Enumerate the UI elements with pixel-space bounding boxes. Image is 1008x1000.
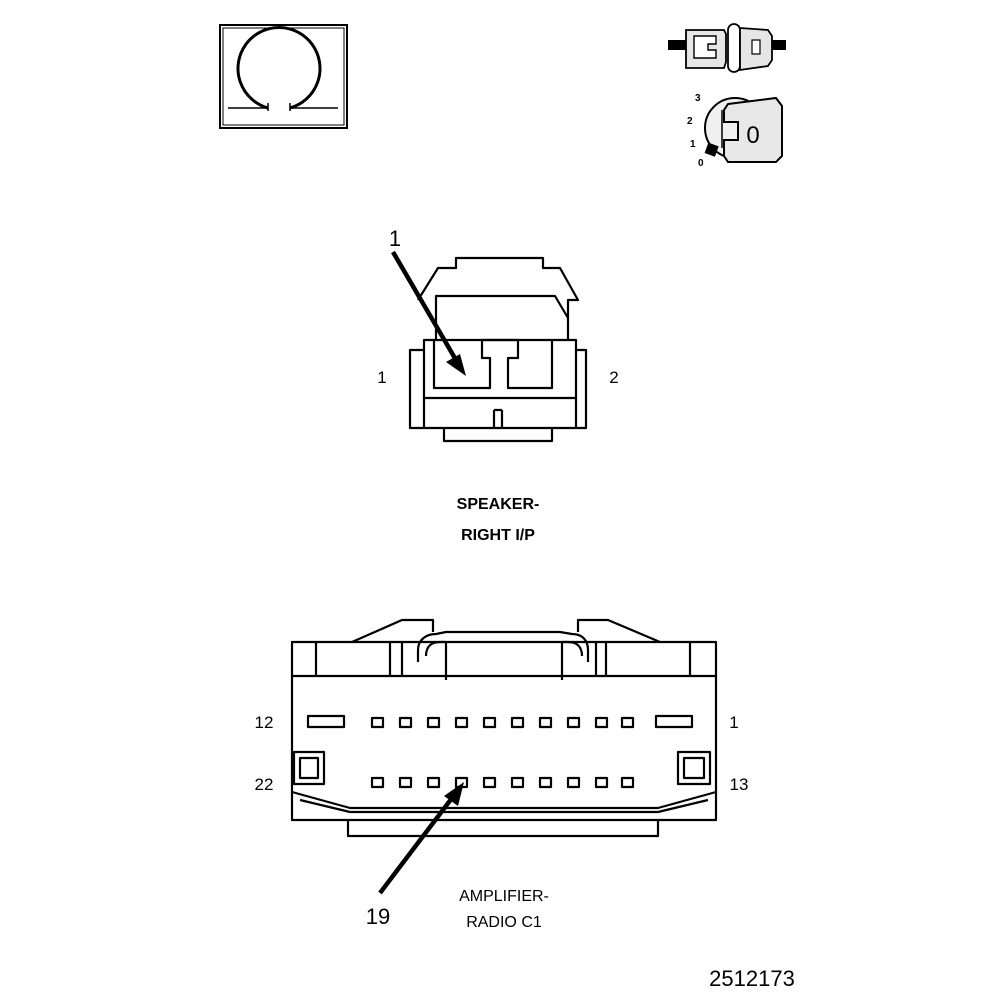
amplifier-connector [290,618,718,838]
ignition-position-3: 3 [695,93,701,104]
ignition-key-mark: 0 [746,122,759,149]
speaker-connector-title-line1: SPEAKER- [457,496,540,513]
ignition-key-off-icon: 0 3 2 1 0 [687,93,783,169]
amplifier-pin-22-label: 22 [255,775,274,794]
amplifier-connector-title-line2: RADIO C1 [466,914,542,931]
speaker-callout-number: 1 [389,226,401,251]
connector-disconnect-icon [668,23,786,73]
speaker-connector [408,256,588,443]
amplifier-connector-title-line1: AMPLIFIER- [459,888,549,905]
ignition-position-2: 2 [687,116,693,127]
figure-number: 2512173 [709,966,795,991]
speaker-callout-arrow [391,250,466,376]
speaker-pin-2-label: 2 [609,368,618,387]
amplifier-pin-1-label: 1 [729,713,738,732]
amplifier-pin-12-label: 12 [255,713,274,732]
amplifier-pin-13-label: 13 [730,775,749,794]
speaker-connector-title-line2: RIGHT I/P [461,527,535,544]
speaker-pin-1-label: 1 [377,368,386,387]
ignition-position-1: 1 [690,139,696,150]
ignition-position-0: 0 [698,158,704,169]
amplifier-callout-arrow [378,782,464,895]
amplifier-callout-number: 19 [366,904,390,929]
ohmmeter-symbol-icon [219,24,348,129]
